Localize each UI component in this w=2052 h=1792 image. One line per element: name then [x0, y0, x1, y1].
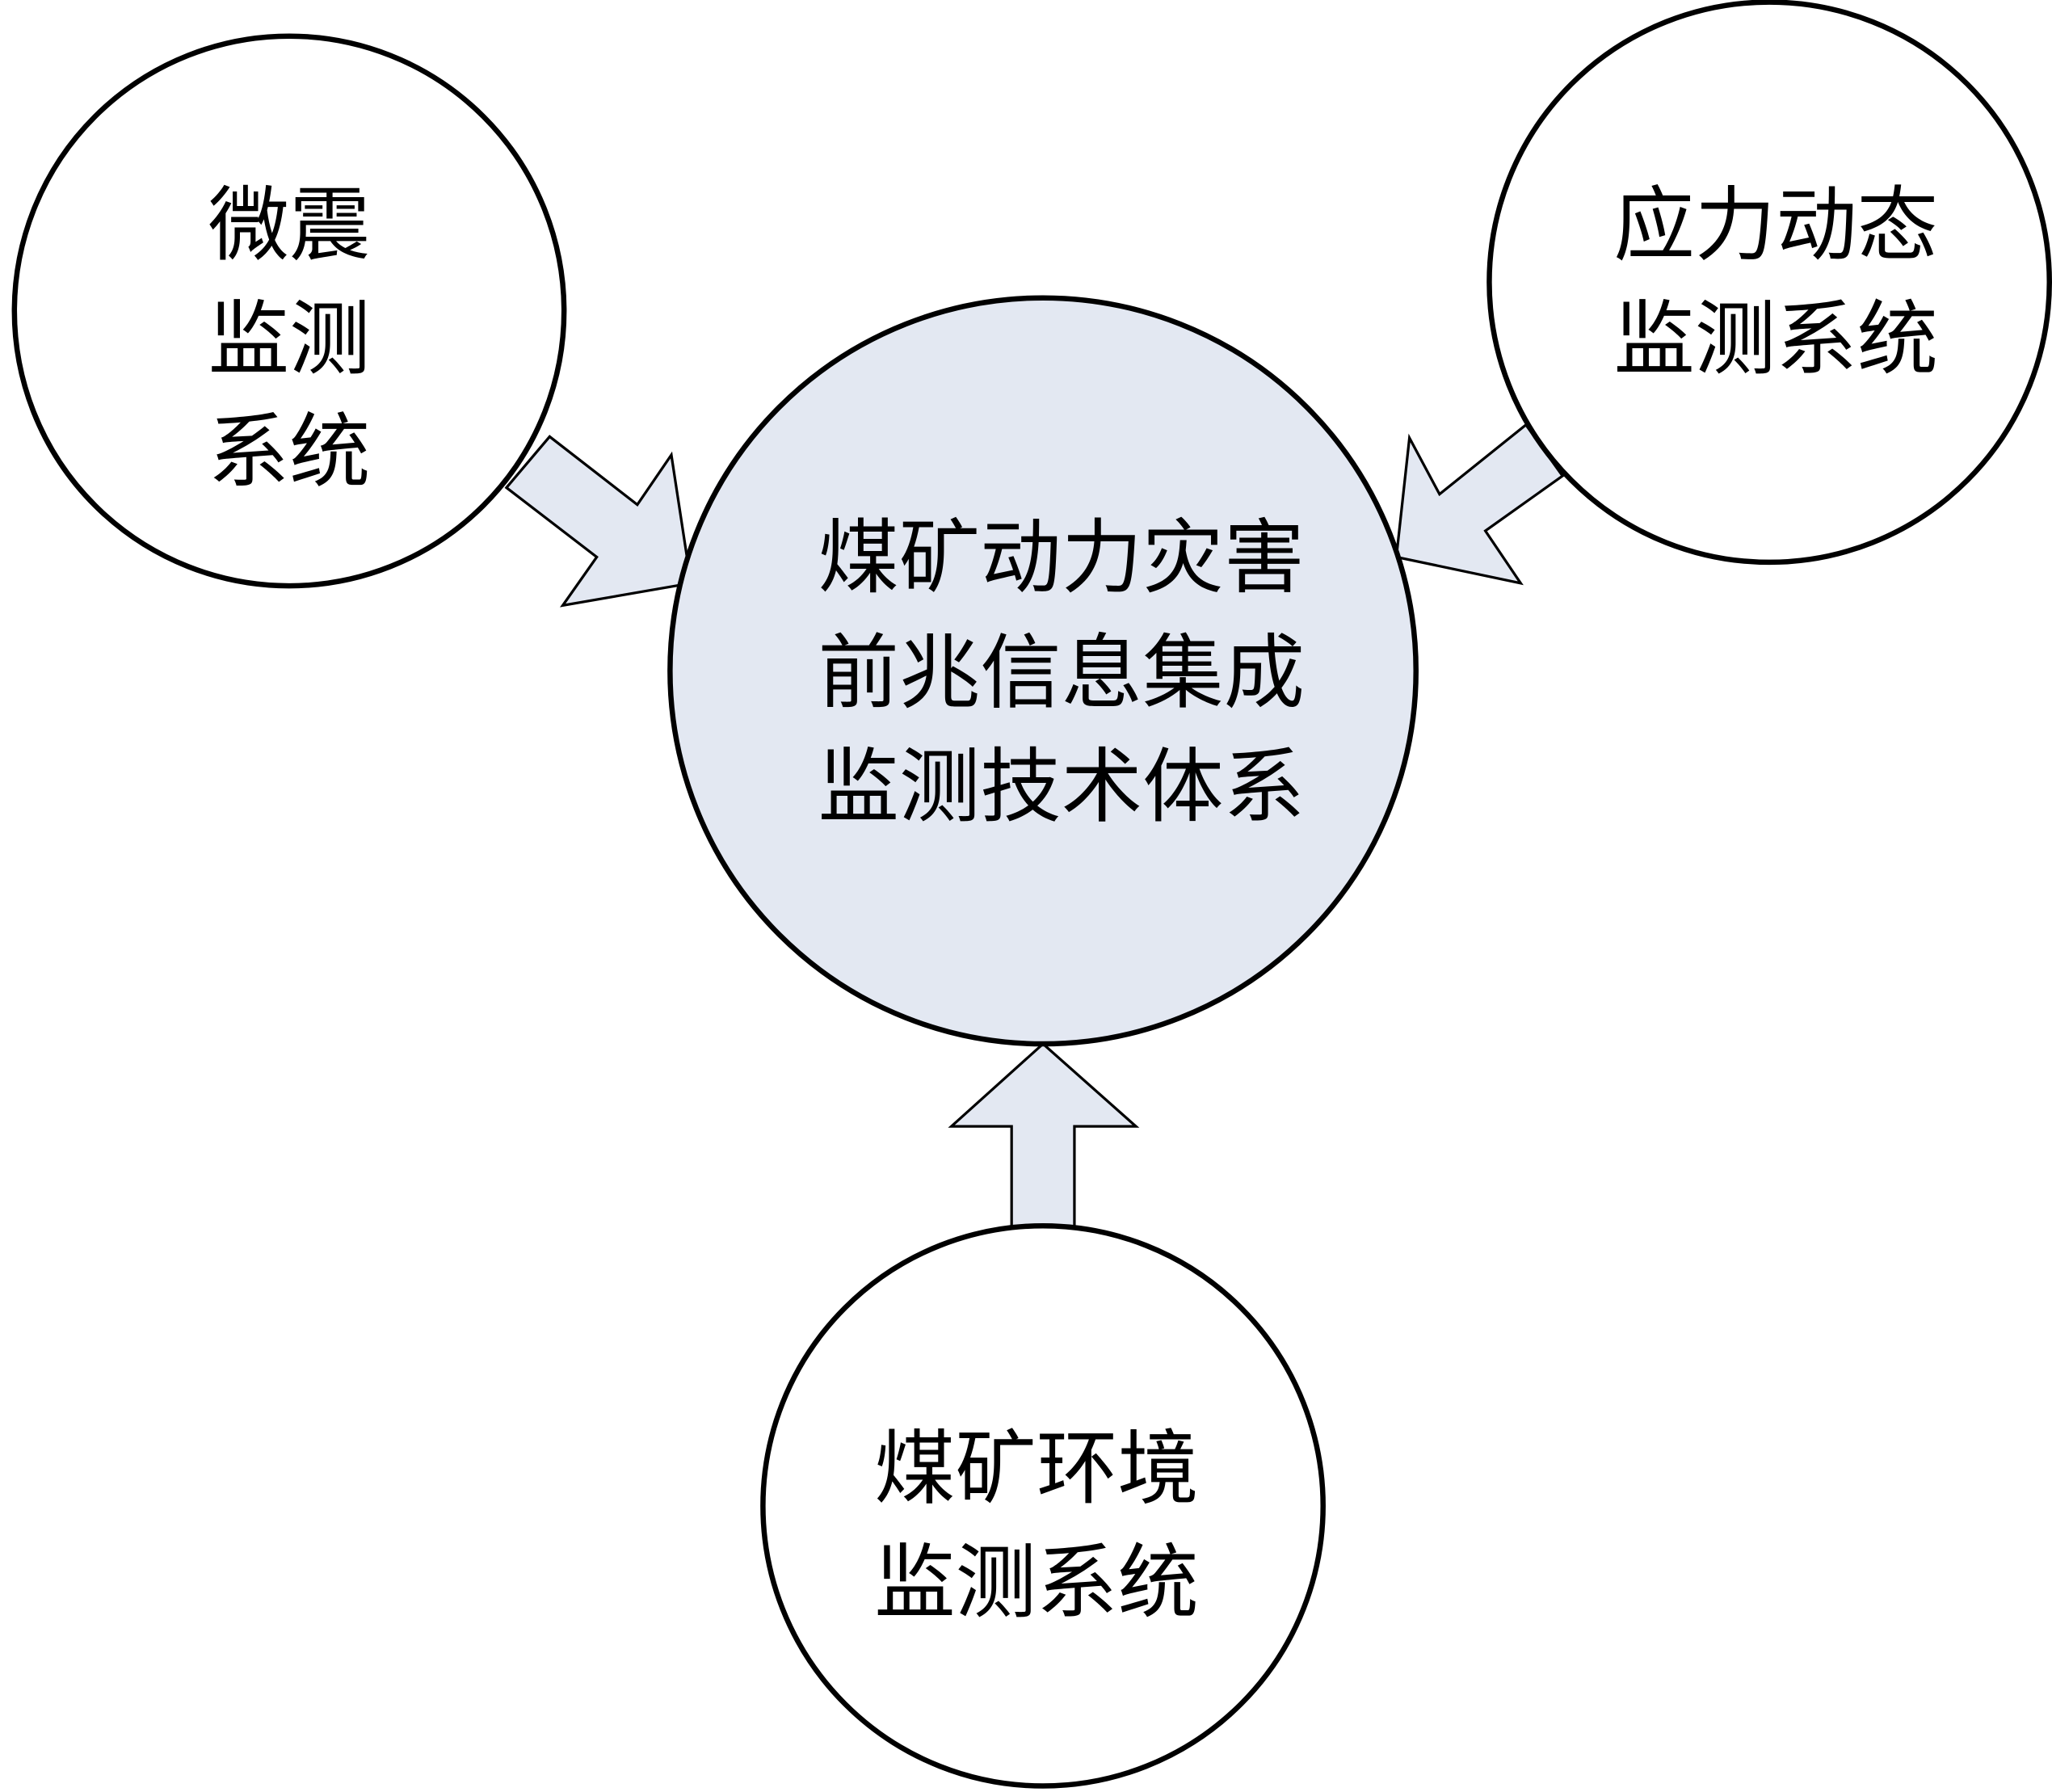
stress-label-line-2: 监测系统 [1613, 292, 1938, 387]
environment-label-line-1: 煤矿环境 [874, 1422, 1199, 1516]
stress-label-line-1: 应力动态 [1613, 179, 1938, 273]
environment-node: 煤矿环境 监测系统 [760, 1222, 1326, 1789]
center-label-line-1: 煤矿动力灾害 [818, 511, 1305, 605]
microseismic-label-line-2: 监测 [208, 292, 371, 387]
center-label-line-3: 监测技术体系 [818, 740, 1305, 835]
microseismic-node: 微震 监测 系统 [11, 33, 567, 589]
arrow-stress-to-center [1394, 423, 1565, 586]
environment-label-line-2: 监测系统 [874, 1535, 1199, 1630]
arrow-environment-to-center [948, 1041, 1140, 1233]
center-label-line-2: 前兆信息集成 [818, 626, 1305, 721]
microseismic-label-line-3: 系统 [208, 405, 371, 499]
microseismic-label-line-1: 微震 [208, 179, 371, 273]
stress-node: 应力动态 监测系统 [1486, 0, 2052, 566]
center-node: 煤矿动力灾害 前兆信息集成 监测技术体系 [667, 295, 1419, 1047]
arrow-microseismic-to-center [504, 435, 693, 608]
